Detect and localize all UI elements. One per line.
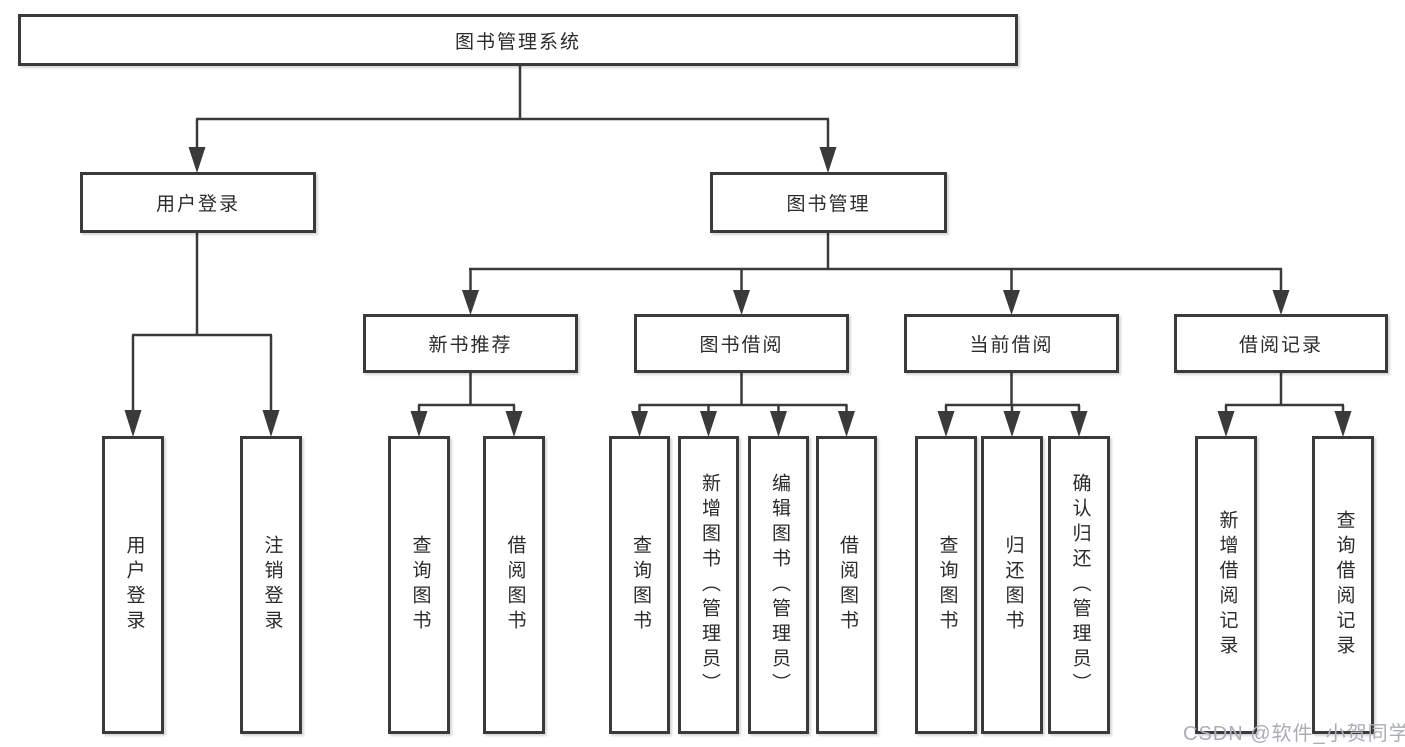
node-book-management: 图书管理 bbox=[710, 172, 947, 233]
arrowhead-down-icon bbox=[1003, 411, 1021, 437]
arrowhead-down-icon bbox=[124, 410, 142, 437]
node-current-borrow: 当前借阅 bbox=[904, 314, 1119, 373]
leaf-logout: 注销登录 bbox=[240, 436, 302, 734]
arrowhead-down-icon bbox=[770, 411, 787, 437]
leaf-borrow-books-recommend: 借阅图书 bbox=[483, 436, 545, 734]
leaf-query-books-recommend: 查询图书 bbox=[388, 436, 450, 734]
leaf-user-login: 用户登录 bbox=[102, 436, 164, 734]
leaf-query-books-current: 查询图书 bbox=[915, 436, 977, 734]
arrowhead-down-icon bbox=[733, 290, 750, 315]
leaf-add-borrow-record: 新增借阅记录 bbox=[1195, 436, 1257, 734]
leaf-confirm-return-admin: 确认归还（管理员） bbox=[1048, 436, 1110, 734]
leaf-edit-books-admin: 编辑图书（管理员） bbox=[748, 436, 809, 734]
arrowhead-down-icon bbox=[188, 147, 206, 173]
arrowhead-down-icon bbox=[410, 411, 428, 437]
arrowhead-down-icon bbox=[937, 411, 955, 437]
node-borrow-records: 借阅记录 bbox=[1174, 314, 1388, 373]
node-book-borrow: 图书借阅 bbox=[634, 314, 849, 373]
arrowhead-down-icon bbox=[1070, 411, 1088, 437]
arrowhead-down-icon bbox=[1334, 411, 1352, 437]
node-user-login: 用户登录 bbox=[80, 172, 316, 233]
arrowhead-down-icon bbox=[262, 410, 280, 437]
arrowhead-down-icon bbox=[819, 147, 837, 173]
node-library-system: 图书管理系统 bbox=[18, 14, 1018, 66]
leaf-query-books-borrow: 查询图书 bbox=[609, 436, 670, 734]
arrowhead-down-icon bbox=[462, 290, 479, 315]
arrowhead-down-icon bbox=[505, 411, 523, 437]
arrowhead-down-icon bbox=[631, 411, 648, 437]
leaf-return-books: 归还图书 bbox=[981, 436, 1043, 734]
arrowhead-down-icon bbox=[1003, 290, 1020, 315]
arrowhead-down-icon bbox=[1272, 290, 1290, 315]
arrowhead-down-icon bbox=[1217, 411, 1235, 437]
arrowhead-down-icon bbox=[838, 411, 855, 437]
leaf-add-books-admin: 新增图书（管理员） bbox=[678, 436, 739, 734]
csdn-watermark: CSDN @软件_小贺同学 bbox=[1183, 723, 1405, 745]
leaf-query-borrow-record: 查询借阅记录 bbox=[1312, 436, 1374, 734]
arrowhead-down-icon bbox=[700, 411, 717, 437]
leaf-borrow-books: 借阅图书 bbox=[816, 436, 877, 734]
node-new-book-recommend: 新书推荐 bbox=[363, 314, 578, 373]
